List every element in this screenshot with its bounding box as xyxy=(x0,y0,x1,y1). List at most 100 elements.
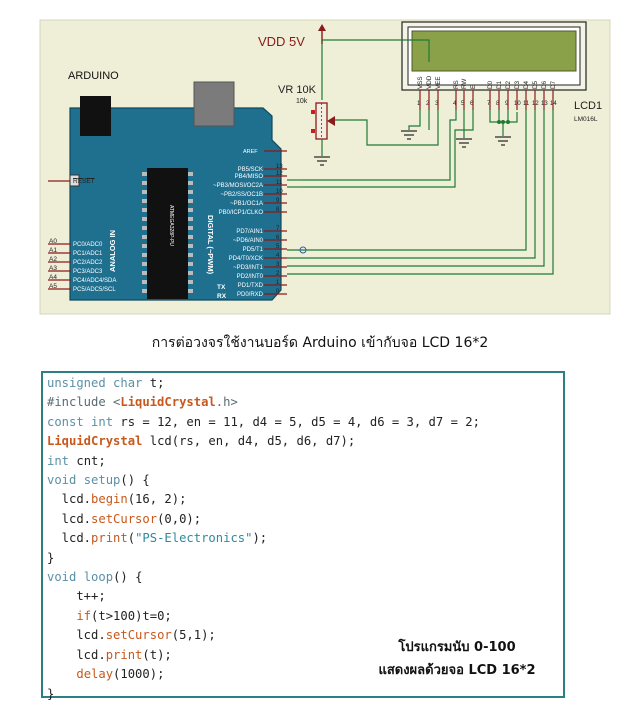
analog-pin-number: A4 xyxy=(49,274,57,281)
lcd-pin-label: RW xyxy=(461,79,468,89)
code-line: unsigned char t; xyxy=(47,374,480,393)
digital-pin-label: PD2/INT0 xyxy=(237,274,264,280)
digital-pin-number: 4 xyxy=(276,253,280,259)
lcd-pin-number: 10 xyxy=(514,101,521,107)
arduino-lcd-schematic: LCD1 LM016L VSS1VDD2VEE3RS4RW5E6D07D18D2… xyxy=(39,19,611,315)
lcd-model: LM016L xyxy=(574,116,598,123)
code-token: } xyxy=(47,686,55,701)
code-token: (1000); xyxy=(113,667,165,682)
lcd-pin-label: D0 xyxy=(487,80,494,89)
chip-leg xyxy=(188,199,193,203)
code-token: const int xyxy=(47,414,114,429)
chip-leg xyxy=(188,262,193,266)
code-token: lcd. xyxy=(47,511,92,526)
analog-pin-number: A3 xyxy=(49,265,57,272)
lcd-pin-number: 6 xyxy=(470,101,474,107)
analog-pin-label: PC1/ADC1 xyxy=(73,251,103,257)
code-line: lcd.print(t); xyxy=(47,646,480,665)
vdd-label: VDD 5V xyxy=(258,34,305,49)
chip-leg xyxy=(142,253,147,257)
lcd-pin-number: 1 xyxy=(417,101,421,107)
lcd-screen xyxy=(411,30,577,72)
chip-leg xyxy=(188,208,193,212)
lcd-pin-number: 5 xyxy=(461,101,465,107)
vr-value: 10k xyxy=(296,98,308,105)
lcd-pin-number: 2 xyxy=(426,101,430,107)
code-token: () { xyxy=(120,473,150,488)
code-line: delay(1000); xyxy=(47,665,480,684)
chip-leg xyxy=(142,226,147,230)
code-token: begin xyxy=(91,492,128,507)
potentiometer xyxy=(311,102,335,156)
chip-leg xyxy=(142,199,147,203)
code-line: } xyxy=(47,549,480,568)
lcd-wiring xyxy=(287,110,554,275)
code-token: if xyxy=(76,608,92,623)
code-token: ( xyxy=(127,531,136,546)
power-jack xyxy=(193,81,235,127)
code-token: t; xyxy=(142,376,165,390)
digital-pin-number: 5 xyxy=(276,244,280,250)
code-token: ); xyxy=(252,531,268,546)
wire-junctions xyxy=(497,120,510,124)
lcd-name: LCD1 xyxy=(574,100,602,112)
code-token: setup xyxy=(83,473,121,488)
chip-leg xyxy=(188,181,193,185)
code-token: (5,1); xyxy=(171,628,216,643)
lcd-pins: VSS1VDD2VEE3RS4RW5E6D07D18D29D310D411D51… xyxy=(417,75,557,110)
digital-pin-number: 2 xyxy=(276,271,280,277)
code-line: if(t>100)t=0; xyxy=(47,607,480,626)
chip-leg xyxy=(188,271,193,275)
code-line: const int rs = 12, en = 11, d4 = 5, d5 =… xyxy=(47,413,480,432)
analog-pin-label: PC5/ADC5/SCL xyxy=(73,287,116,293)
digital-pin-label: PD5/T1 xyxy=(243,247,264,253)
digital-pin-number: 12 xyxy=(276,171,283,177)
chip-leg xyxy=(188,289,193,293)
digital-pin-number: 1 xyxy=(276,280,280,286)
analog-pin-label: PC0/ADC0 xyxy=(73,242,103,248)
code-line: lcd.setCursor(5,1); xyxy=(47,626,480,645)
chip-leg xyxy=(142,190,147,194)
code-line: void loop() { xyxy=(47,568,480,587)
code-token: #include < xyxy=(47,395,121,410)
code-line: void setup() { xyxy=(47,471,480,490)
code-line: lcd.print("PS-Electronics"); xyxy=(47,529,480,548)
schematic-caption: การต่อวงจรใช้งานบอร์ด Arduino เข้ากับจอ … xyxy=(151,335,489,351)
analog-pin-number: A1 xyxy=(49,247,57,254)
program-note: โปรแกรมนับ 0-100 แสดงผลด้วยจอ LCD 16*2 xyxy=(352,636,562,682)
chip-leg xyxy=(188,280,193,284)
digital-pin-label: ~PB1/OC1A xyxy=(230,201,263,207)
chip-leg xyxy=(142,208,147,212)
lcd-pin-label: D2 xyxy=(505,80,512,89)
lcd-pin-label: D3 xyxy=(514,80,521,89)
reset-label: RESET xyxy=(73,178,95,185)
digital-pin-label: PD0/RXD xyxy=(237,292,264,298)
code-line: lcd.begin(16, 2); xyxy=(47,490,480,509)
code-box: unsigned char t;#include <LiquidCrystal.… xyxy=(41,371,565,701)
code-token: lcd. xyxy=(47,628,106,643)
lcd-pin-number: 7 xyxy=(487,101,491,107)
code-token: unsigned char xyxy=(47,376,143,390)
code-token xyxy=(76,570,83,584)
digital-pin-number: 3 xyxy=(276,262,280,268)
lcd-pin-label: VEE xyxy=(435,76,442,89)
code-token: LiquidCrystal xyxy=(47,434,143,449)
digital-pin-number: 7 xyxy=(276,226,280,232)
code-line: int cnt; xyxy=(47,452,480,471)
chip-leg xyxy=(142,289,147,293)
analog-pin-number: A0 xyxy=(49,238,57,245)
code-token: delay xyxy=(76,667,114,682)
code-token: print xyxy=(91,531,128,546)
atmega-chip xyxy=(147,168,188,299)
digital-pin-label: PD1/TXD xyxy=(238,283,264,289)
lcd-pin-number: 14 xyxy=(550,101,557,107)
code-listing: unsigned char t;#include <LiquidCrystal.… xyxy=(47,374,480,704)
code-token: lcd(rs, en, d4, d5, d6, d7); xyxy=(142,434,356,449)
code-token: loop xyxy=(83,570,114,585)
chip-leg xyxy=(142,181,147,185)
digital-pin-label: PB4/MISO xyxy=(235,174,264,180)
chip-leg xyxy=(142,262,147,266)
ground-symbols xyxy=(314,130,511,166)
code-line: lcd.setCursor(0,0); xyxy=(47,510,480,529)
